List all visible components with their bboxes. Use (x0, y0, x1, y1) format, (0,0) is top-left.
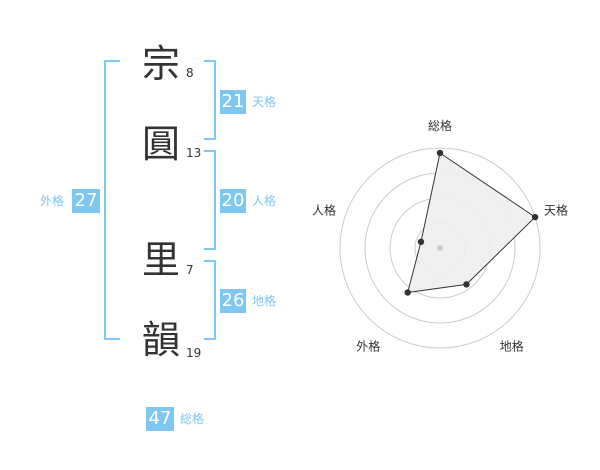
jinkaku-value: 20 (220, 189, 246, 213)
gaikaku-value: 27 (72, 189, 100, 213)
chikaku-value: 26 (220, 289, 246, 313)
radar-point-3 (404, 289, 411, 296)
radar-point-1 (531, 213, 539, 221)
radar-axis-label-1: 天格 (544, 202, 568, 217)
tenkaku-label: 天格 (252, 95, 277, 109)
gaikaku-bracket (104, 60, 120, 340)
radar-point-4 (417, 238, 425, 246)
name-char-1: 宗 (141, 42, 180, 86)
tenkaku-bracket (204, 60, 216, 140)
tenkaku-value: 21 (220, 90, 246, 114)
stroke-count-4: 19 (186, 346, 202, 360)
soukaku-value: 47 (146, 407, 174, 431)
radar-point-0 (436, 149, 444, 157)
stroke-count-1: 8 (186, 66, 194, 80)
soukaku-label: 総格 (180, 412, 205, 426)
jinkaku-label: 人格 (252, 194, 277, 208)
radar-axis-label-2: 地格 (500, 339, 524, 354)
radar-axis-label-4: 人格 (312, 202, 336, 217)
chikaku-label: 地格 (252, 294, 277, 308)
radar-polygon (406, 152, 536, 294)
gaikaku-label: 外格 (40, 194, 65, 208)
jinkaku-bracket (204, 150, 216, 250)
radar-axis-label-3: 外格 (356, 339, 380, 354)
name-char-3: 里 (141, 238, 180, 282)
radar-point-2 (463, 281, 470, 288)
name-char-4: 韻 (141, 318, 180, 362)
stroke-count-2: 13 (186, 146, 202, 160)
radar-ring-4 (339, 147, 541, 349)
radar-center-dot (437, 245, 443, 251)
chikaku-bracket (204, 260, 216, 340)
name-char-2: 圓 (141, 122, 180, 166)
stroke-count-3: 7 (186, 263, 194, 277)
radar-axis-label-0: 総格 (428, 118, 452, 133)
